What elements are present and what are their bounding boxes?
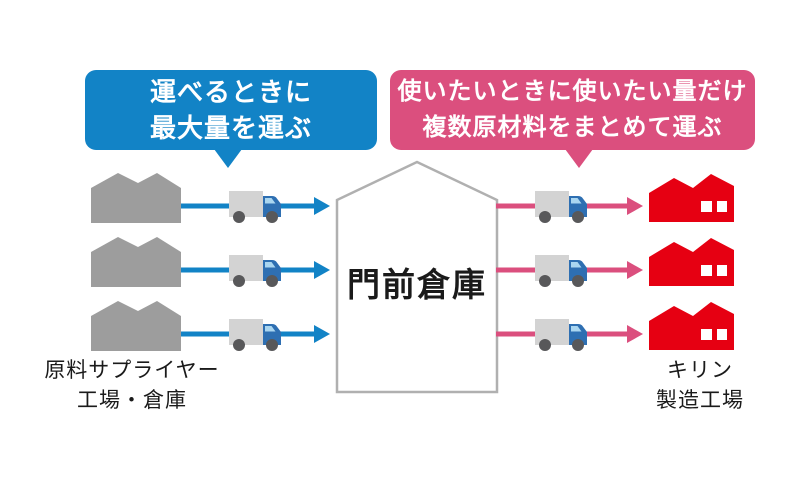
caption-line: 工場・倉庫 [77,389,187,412]
max-load-callout: 運べるときに 最大量を運ぶ [85,70,377,168]
warehouse-building-shape [335,160,499,394]
kirin-label: キリン 製造工場 [610,356,790,416]
gray-factory-icon [91,301,181,351]
delivery-truck-icon [535,191,587,223]
caption-line: 原料サプライヤー [44,359,220,382]
supplier-label: 原料サプライヤー 工場・倉庫 [18,356,246,416]
warehouse-label: 門前倉庫 [347,266,487,303]
callout-text-line: 運べるときに [149,77,312,107]
caption-line: 製造工場 [656,389,744,412]
delivery-truck-icon [229,255,281,287]
gray-factory-icon [91,237,181,287]
delivery-truck-icon [229,319,281,351]
callout-text-line: 最大量を運ぶ [149,113,312,143]
callout-tail [564,149,593,168]
gray-factory-icon [91,173,181,223]
callout-tail [214,149,242,168]
red-factory-icon [649,238,734,286]
red-factory-icon [649,302,734,350]
delivery-truck-icon [535,319,587,351]
callout-text-line: 使いたいときに使いたい量だけ [397,78,748,105]
callout-text-line: 複数原材料をまとめて運ぶ [422,114,723,141]
delivery-truck-icon [229,191,281,223]
caption-line: キリン [667,359,733,382]
on-demand-callout: 使いたいときに使いたい量だけ 複数原材料をまとめて運ぶ [390,70,755,168]
delivery-truck-icon [535,255,587,287]
red-factory-icon [649,174,734,222]
